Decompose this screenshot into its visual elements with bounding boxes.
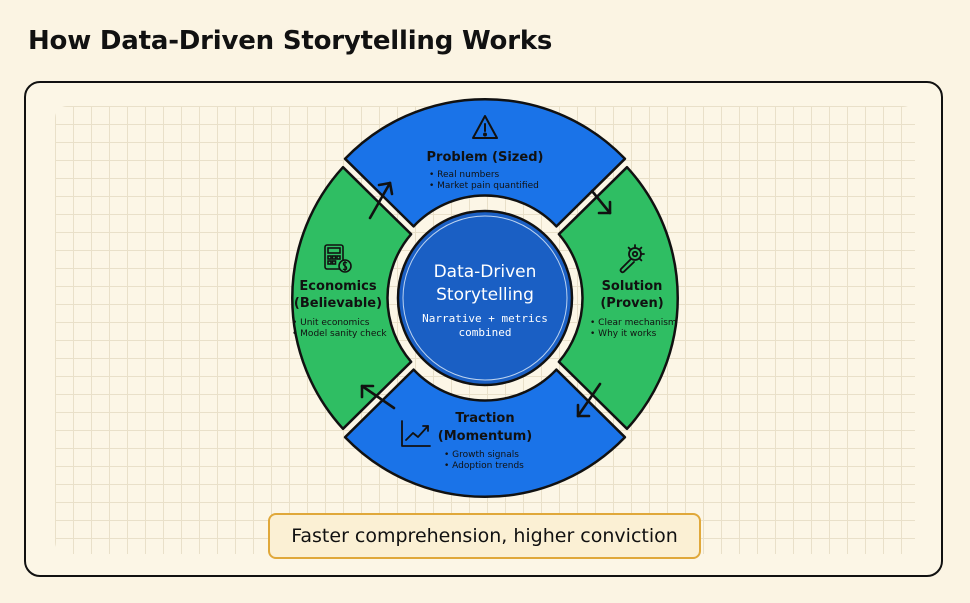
segment-economics-shape	[291, 165, 413, 431]
segment-traction: Traction (Momentum) • Growth signals • A…	[343, 368, 627, 498]
hub-title: Storytelling	[436, 285, 534, 305]
segment-economics-title: (Believable)	[294, 296, 382, 311]
segment-solution-title: (Proven)	[600, 296, 663, 311]
segment-economics-bullet: • Model sanity check	[292, 329, 387, 339]
tagline-text: Faster comprehension, higher conviction	[291, 525, 678, 547]
segment-solution-shape	[557, 165, 679, 431]
hub-circle	[396, 209, 574, 387]
segment-traction-bullet: • Adoption trends	[444, 461, 524, 471]
calculator-icon	[324, 244, 352, 273]
warning-icon	[472, 115, 498, 139]
segment-solution-title: Solution	[602, 279, 663, 294]
tagline-box: Faster comprehension, higher conviction	[268, 513, 701, 559]
segment-solution-bullet: • Why it works	[590, 329, 657, 339]
cycle-arrow-icon	[590, 189, 612, 215]
segment-traction-shape	[343, 368, 627, 498]
segment-problem-title: Problem (Sized)	[427, 150, 544, 165]
segment-traction-bullet: • Growth signals	[444, 450, 519, 460]
hub-subtitle: combined	[459, 326, 512, 339]
hub-title: Data-Driven	[434, 262, 537, 282]
segment-solution: Solution (Proven) • Clear mechanism • Wh…	[557, 165, 679, 431]
wrench-gear-icon	[619, 244, 645, 274]
segment-traction-title: (Momentum)	[438, 429, 532, 444]
segment-problem: Problem (Sized) • Real numbers • Market …	[343, 98, 627, 228]
hub-subtitle: Narrative + metrics	[422, 312, 548, 325]
page-title: How Data-Driven Storytelling Works	[28, 26, 553, 56]
segment-economics: Economics (Believable) • Unit economics …	[291, 165, 413, 431]
segment-problem-shape	[343, 98, 627, 228]
segment-problem-bullet: • Market pain quantified	[429, 181, 539, 191]
segment-traction-title: Traction	[455, 411, 514, 426]
hub-inner-ring	[402, 215, 568, 381]
cycle-arrow-icon	[368, 181, 394, 220]
segment-solution-bullet: • Clear mechanism	[590, 318, 677, 328]
hub: Data-Driven Storytelling Narrative + met…	[396, 209, 574, 387]
cycle-arrow-icon	[360, 384, 396, 410]
trend-chart-icon	[401, 420, 431, 447]
segment-problem-bullet: • Real numbers	[429, 170, 500, 180]
segment-economics-title: Economics	[299, 279, 376, 294]
segment-economics-bullet: • Unit economics	[292, 318, 370, 328]
cycle-arrow-icon	[576, 382, 602, 418]
